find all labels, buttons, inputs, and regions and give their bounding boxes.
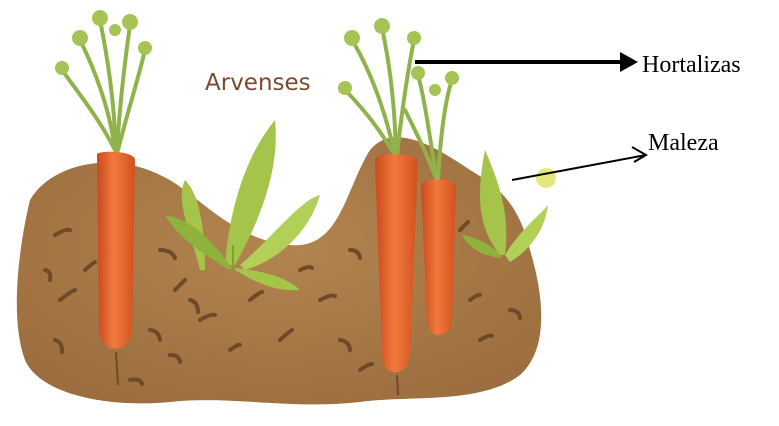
label-maleza: Maleza [648, 130, 719, 156]
arrow-icon [415, 52, 638, 72]
soil-mound [17, 137, 541, 404]
label-hortalizas: Hortalizas [642, 52, 741, 78]
arrow-icon [512, 147, 646, 180]
diagram-title: Arvenses [205, 70, 311, 96]
